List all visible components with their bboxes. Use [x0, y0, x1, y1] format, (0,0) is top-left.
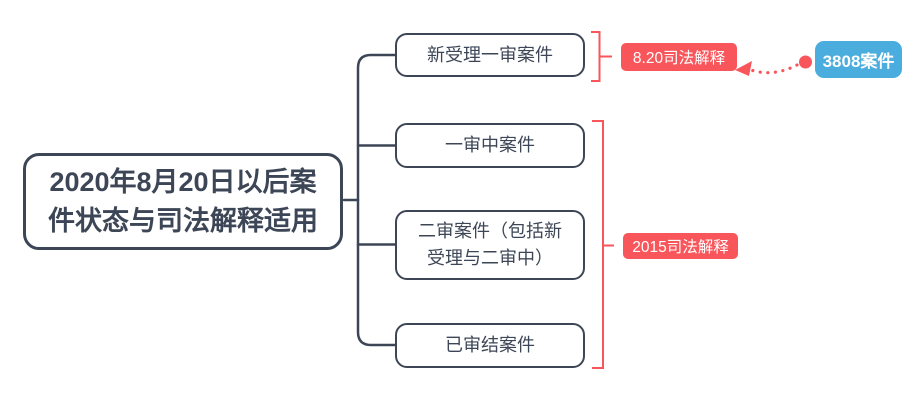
child-topic-line2: 受理与二审中） — [427, 248, 553, 268]
child-topic-label: 二审案件（包括新 受理与二审中） — [418, 218, 562, 272]
child-topic-new-first-instance[interactable]: 新受理一审案件 — [395, 33, 585, 77]
child-topic-label: 一审中案件 — [445, 135, 535, 155]
child-topic-label: 已审结案件 — [445, 335, 535, 355]
callout-3808-case[interactable]: 3808案件 — [815, 41, 902, 78]
root-topic-line2: 件状态与司法解释适用 — [48, 205, 318, 236]
arrow-origin-dot — [799, 55, 812, 69]
root-topic-line1: 2020年8月20日以后案 — [49, 166, 317, 197]
bracket-bottom — [592, 120, 614, 369]
summary-label-text: 8.20司法解释 — [632, 50, 726, 67]
child-topic-in-first-instance[interactable]: 一审中案件 — [395, 123, 585, 168]
summary-label-text: 2015司法解释 — [632, 239, 729, 256]
child-topic-concluded[interactable]: 已审结案件 — [395, 323, 585, 368]
root-topic-label: 2020年8月20日以后案 件状态与司法解释适用 — [48, 163, 318, 241]
dotted-arrow — [735, 55, 812, 76]
bracket-top — [591, 31, 612, 82]
summary-label-2015-interpretation[interactable]: 2015司法解释 — [623, 233, 738, 259]
child-topic-second-instance[interactable]: 二审案件（包括新 受理与二审中） — [395, 210, 585, 280]
root-topic[interactable]: 2020年8月20日以后案 件状态与司法解释适用 — [23, 153, 343, 250]
branch-connectors — [342, 53, 398, 347]
summary-label-820-interpretation[interactable]: 8.20司法解释 — [621, 43, 737, 71]
arrowhead-icon — [735, 61, 752, 76]
child-topic-line1: 二审案件（包括新 — [418, 221, 562, 241]
child-topic-label: 新受理一审案件 — [427, 44, 553, 65]
callout-text: 3808案件 — [822, 52, 895, 71]
